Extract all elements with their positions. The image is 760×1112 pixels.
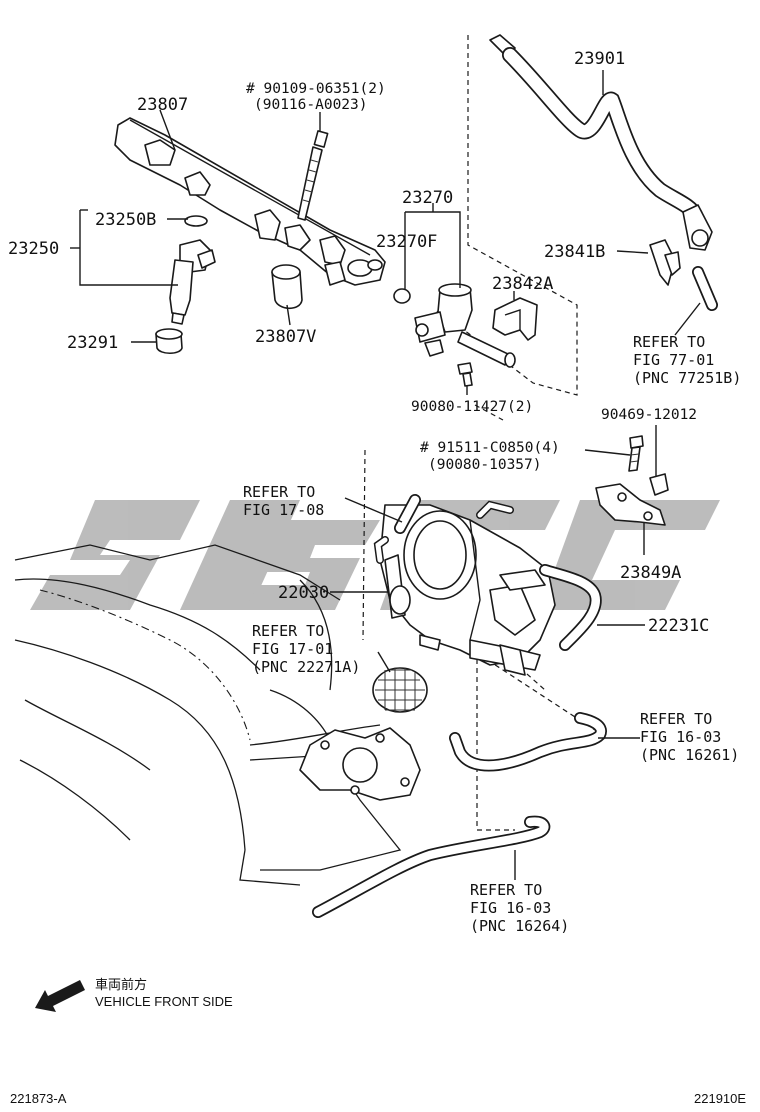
label-90109: # 90109-06351(2) [246,81,386,97]
gasket-22271A [372,667,428,713]
label-23270F: 23270F [376,232,437,252]
insulator-23807V [271,264,303,310]
label-90080-11427: 90080-11427(2) [411,399,533,415]
injector-seal [155,328,183,355]
label-23250: 23250 [8,239,59,259]
fuel-injector [169,215,216,325]
ref-77-01-line3: (PNC 77251B) [633,369,741,387]
part-labels: 23901 23807 # 90109-06351(2) (90116-A002… [8,49,709,636]
label-23841B: 23841B [544,242,605,262]
ref-77-01-line2: FIG 77-01 [633,351,714,369]
hose-16261 [449,712,607,772]
ref-fig-16-03-b: REFER TO FIG 16-03 (PNC 16264) [470,881,569,935]
ref-17-01-line2: FIG 17-01 [252,640,333,658]
label-91511: # 91511-C0850(4) [420,440,560,456]
reference-labels: REFER TO FIG 77-01 (PNC 77251B) REFER TO… [243,333,741,935]
fuel-hose [489,34,718,311]
ref-16-03a-line1: REFER TO [640,710,712,728]
label-90080-10357: (90080-10357) [428,457,542,473]
ref-fig-17-01: REFER TO FIG 17-01 (PNC 22271A) [252,622,360,676]
label-23901: 23901 [574,49,625,69]
bolt-90109 [297,130,329,221]
ref-fig-16-03-a: REFER TO FIG 16-03 (PNC 16261) [640,710,739,764]
ref-16-03b-line3: (PNC 16264) [470,917,569,935]
engine-block [14,544,421,886]
ref-17-01-line3: (PNC 22271A) [252,658,360,676]
label-90116: (90116-A0023) [254,97,368,113]
hose-16264 [312,815,551,918]
bolt-91511 [628,435,644,472]
front-arrow-icon [35,980,85,1012]
ref-fig-17-08: REFER TO FIG 17-08 [243,483,324,519]
label-23849A: 23849A [620,563,681,583]
bracket-23849A [595,473,669,526]
ref-16-03b-line1: REFER TO [470,881,542,899]
label-23250B: 23250B [95,210,156,230]
hose-17-08 [394,494,421,534]
o-ring-23270F [393,288,411,304]
ref-17-01-line1: REFER TO [252,622,324,640]
clip-23842A [492,297,538,341]
label-22030: 22030 [278,583,329,603]
ref-77-01-line1: REFER TO [633,333,705,351]
footer-right-code: 221910E [694,1091,746,1106]
clip-23841B [649,239,681,286]
throttle-body [373,500,556,676]
ref-17-08-line2: FIG 17-08 [243,501,324,519]
front-label-en: VEHICLE FRONT SIDE [95,994,233,1009]
front-label-jp: 車両前方 [95,977,147,992]
ref-16-03a-line3: (PNC 16261) [640,746,739,764]
ref-fig-77-01: REFER TO FIG 77-01 (PNC 77251B) [633,333,741,387]
ref-16-03b-line2: FIG 16-03 [470,899,551,917]
bolt-90080-11427 [457,362,473,387]
label-22231C: 22231C [648,616,709,636]
label-23807: 23807 [137,95,188,115]
label-23291: 23291 [67,333,118,353]
footer-left-code: 221873-A [10,1091,67,1106]
vehicle-front-indicator: 車両前方 VEHICLE FRONT SIDE [35,977,233,1012]
fuel-rail [114,117,386,286]
ref-16-03a-line2: FIG 16-03 [640,728,721,746]
ref-17-08-line1: REFER TO [243,483,315,501]
label-90469: 90469-12012 [601,407,697,423]
hose-22231C [539,564,602,651]
label-23270: 23270 [402,188,453,208]
label-23842A: 23842A [492,274,553,294]
pressure-regulator [414,283,516,368]
label-23807V: 23807V [255,327,316,347]
leader-lines [70,70,701,880]
